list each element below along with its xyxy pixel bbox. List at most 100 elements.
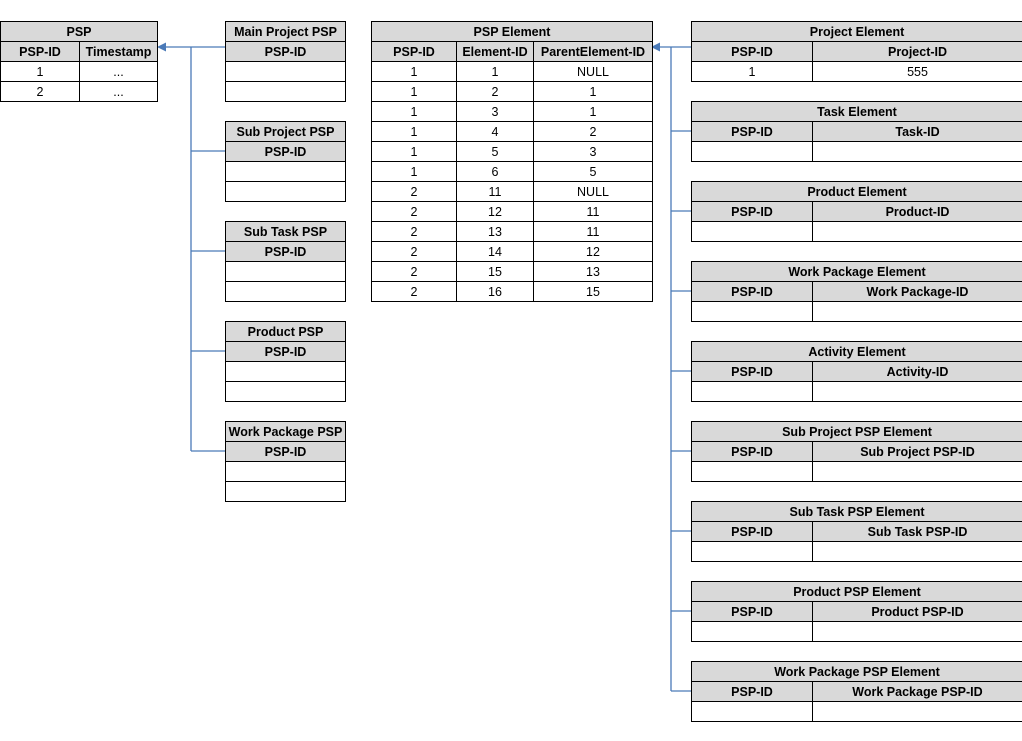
table-cell: 2 [371, 201, 457, 222]
table-title: Product PSP [225, 321, 346, 342]
empty-cell [225, 481, 346, 502]
column-header: ParentElement-ID [533, 41, 653, 62]
column-header: PSP-ID [225, 441, 346, 462]
column-header: Element-ID [456, 41, 534, 62]
empty-cell [811, 141, 1022, 162]
table-row [225, 361, 346, 382]
table-cell: ... [78, 61, 159, 82]
empty-cell [225, 361, 346, 382]
column-header: Task-ID [811, 121, 1022, 142]
table-cell: 1 [456, 61, 534, 82]
table-row [225, 381, 346, 402]
table-cell: 15 [533, 281, 653, 302]
table-cell: 1 [371, 61, 457, 82]
table-cell: 11 [533, 201, 653, 222]
column-header: PSP-ID [225, 241, 346, 262]
table-row [225, 61, 346, 82]
table-row: 1 555 [691, 61, 1022, 82]
table-cell: 14 [456, 241, 534, 262]
table-cell: 2 [371, 281, 457, 302]
empty-cell [691, 701, 813, 722]
table-title: Task Element [690, 101, 1022, 122]
table-title: Activity Element [690, 341, 1022, 362]
product-psp-element-table: Product PSP Element PSP-ID Product PSP-I… [691, 581, 1022, 642]
sub-project-psp-element-table: Sub Project PSP Element PSP-ID Sub Proje… [690, 421, 1022, 482]
table-title: Sub Project PSP [225, 121, 346, 142]
table-title: PSP [0, 21, 159, 42]
table-row [225, 461, 346, 482]
table-cell: 555 [811, 61, 1022, 82]
table-cell: NULL [533, 61, 653, 82]
empty-cell [225, 181, 346, 202]
empty-cell [225, 161, 346, 182]
table-cell: 12 [533, 241, 653, 262]
table-row [691, 141, 1022, 162]
empty-cell [691, 301, 813, 322]
table-title: Work Package Element [691, 261, 1022, 282]
arrowhead-to-psp [157, 42, 166, 52]
table-cell: 2 [0, 81, 80, 102]
table-cell: 1 [371, 161, 457, 182]
table-cell: 2 [533, 121, 653, 142]
column-header: Project-ID [811, 41, 1022, 62]
empty-cell [811, 541, 1022, 562]
table-cell: 6 [456, 161, 534, 182]
table-cell: 1 [371, 101, 457, 122]
column-header: PSP-ID [691, 601, 813, 622]
column-header: PSP-ID [691, 681, 813, 702]
table-cell: 1 [0, 61, 80, 82]
table-title: Main Project PSP [225, 21, 346, 42]
table-cell: 3 [456, 101, 534, 122]
task-element-table: Task Element PSP-ID Task-ID [690, 101, 1022, 162]
table-title: Sub Task PSP [225, 221, 346, 242]
column-header: PSP-ID [691, 361, 813, 382]
empty-cell [691, 541, 813, 562]
main-project-psp-table: Main Project PSP PSP-ID [225, 21, 346, 102]
empty-cell [225, 61, 346, 82]
empty-cell [225, 381, 346, 402]
empty-cell [691, 221, 813, 242]
table-cell: 2 [371, 261, 457, 282]
column-header: Sub Project PSP-ID [811, 441, 1022, 462]
table-title: Product PSP Element [691, 581, 1022, 602]
table-cell: NULL [533, 181, 653, 202]
table-title: PSP Element [371, 21, 653, 42]
psp-element-table: PSP Element PSP-ID Element-ID ParentElem… [371, 21, 653, 302]
table-cell: 2 [371, 241, 457, 262]
empty-cell [812, 621, 1022, 642]
table-row [691, 621, 1022, 642]
table-cell: 1 [371, 121, 457, 142]
table-row [691, 301, 1022, 322]
table-title: Work Package PSP [225, 421, 346, 442]
empty-cell [691, 461, 813, 482]
table-cell: 5 [533, 161, 653, 182]
table-cell: 4 [456, 121, 534, 142]
table-row [691, 221, 1022, 242]
column-header: PSP-ID [371, 41, 457, 62]
table-row [225, 261, 346, 282]
table-cell: 13 [456, 221, 534, 242]
column-header: PSP-ID [691, 521, 813, 542]
table-title: Sub Project PSP Element [690, 421, 1022, 442]
table-cell: 1 [691, 61, 813, 82]
table-row [691, 461, 1022, 482]
table-row [691, 701, 1022, 722]
table-cell: 2 [371, 221, 457, 242]
column-header: Work Package PSP-ID [812, 681, 1022, 702]
empty-cell [811, 221, 1022, 242]
empty-cell [225, 461, 346, 482]
empty-cell [225, 281, 346, 302]
table-row [225, 181, 346, 202]
table-title: Project Element [690, 21, 1022, 42]
column-header: PSP-ID [691, 201, 813, 222]
table-row [225, 81, 346, 102]
table-cell: 11 [533, 221, 653, 242]
